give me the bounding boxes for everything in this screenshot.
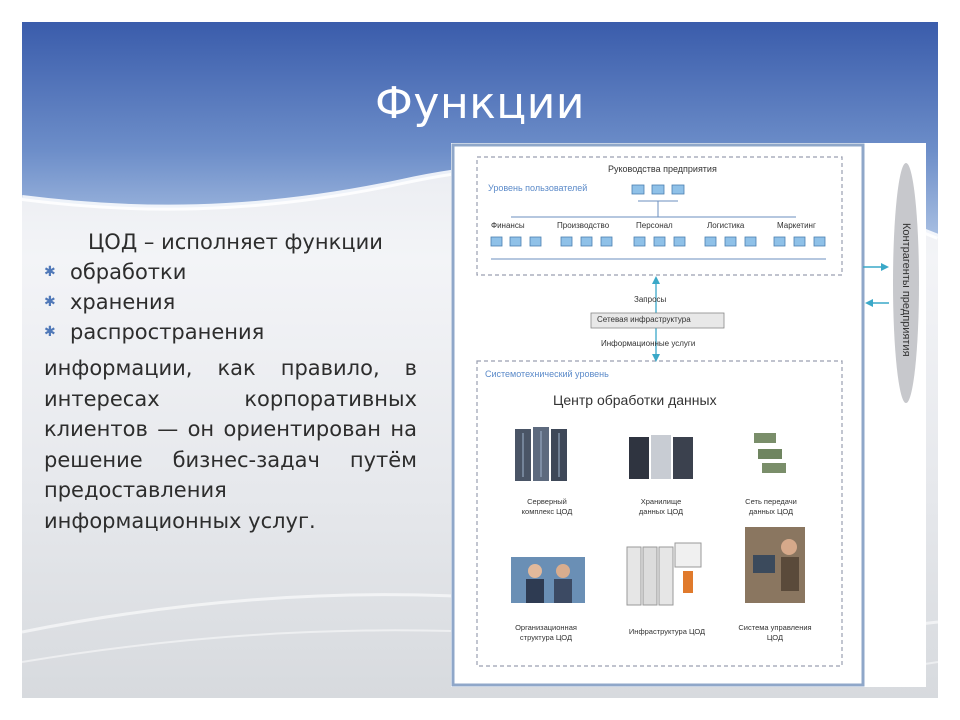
management-system-image xyxy=(745,527,805,603)
dc-title-label: Центр обработки данных xyxy=(553,392,717,408)
side-contractors-label: Контрагенты предприятия xyxy=(900,223,912,357)
network-label: Сетевая инфраструктура xyxy=(597,315,691,324)
infrastructure-image xyxy=(626,542,702,606)
org-structure-image xyxy=(511,557,585,603)
requests-label: Запросы xyxy=(634,295,667,304)
bullet-asterisk-icon: ✱ xyxy=(44,324,56,340)
component-label-network: Сеть передачи данных ЦОД xyxy=(745,497,797,516)
system-level-label: Системотехнический уровень xyxy=(485,369,609,379)
bullet-item: ✱обработки xyxy=(44,257,417,287)
dept-label-production: Производство xyxy=(557,221,610,230)
component-label-infrastructure: Инфраструктура ЦОД xyxy=(628,627,706,636)
component-label-org: Организационная структура ЦОД xyxy=(515,623,577,642)
dept-label-personnel: Персонал xyxy=(636,221,673,230)
top-management-label: Руководства предприятия xyxy=(608,164,717,174)
info-services-label: Информационные услуги xyxy=(601,339,696,348)
server-complex-image xyxy=(515,427,567,481)
bullet-item: ✱хранения xyxy=(44,287,417,317)
component-label-servers: Серверный комплекс ЦОД xyxy=(521,497,573,516)
intro-text: ЦОД – исполняет функции xyxy=(88,230,383,254)
body-paragraph: информации, как правило, в интересах кор… xyxy=(44,356,417,533)
storage-image xyxy=(629,435,693,479)
bullet-asterisk-icon: ✱ xyxy=(44,264,56,280)
slide-body: ЦОД – исполняет функции ✱обработки ✱хран… xyxy=(44,227,417,536)
network-equipment-image xyxy=(754,433,786,473)
bullet-asterisk-icon: ✱ xyxy=(44,294,56,310)
dept-label-logistics: Логистика xyxy=(707,221,745,230)
slide-title: Функции xyxy=(375,78,585,129)
bullet-item: ✱распространения xyxy=(44,317,417,347)
user-level-label: Уровень пользователей xyxy=(488,183,588,193)
component-label-storage: Хранилище данных ЦОД xyxy=(638,497,684,516)
dc-diagram: Руководства предприятия Уровень пользова… xyxy=(451,143,926,687)
dept-label-marketing: Маркетинг xyxy=(777,221,816,230)
diagram-graphics xyxy=(451,143,919,687)
dept-label-finance: Финансы xyxy=(491,221,525,230)
component-label-management: Система управления ЦОД xyxy=(738,623,812,642)
